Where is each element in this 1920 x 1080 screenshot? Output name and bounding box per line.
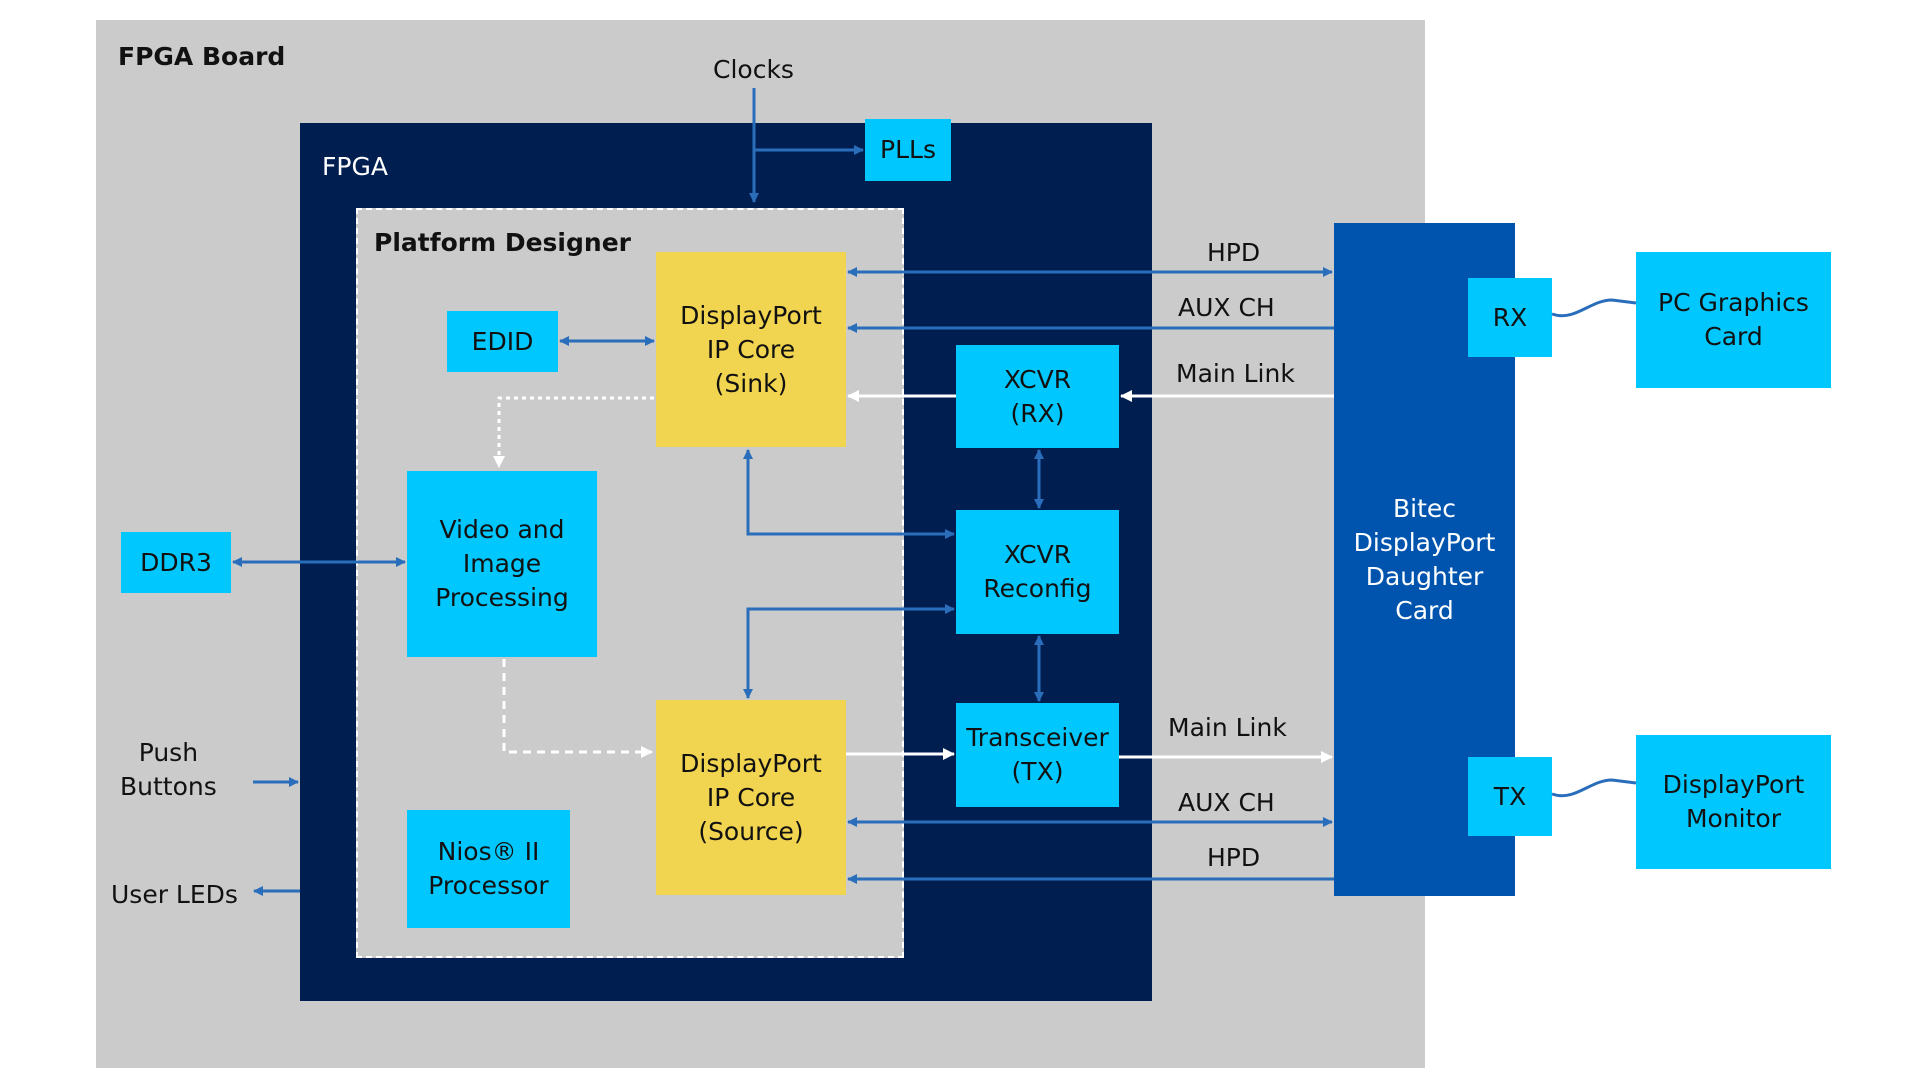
tx-cable: [1551, 778, 1637, 798]
dp-source-block[interactable]: DisplayPort IP Core (Source): [656, 700, 846, 895]
xcvr-rx-block[interactable]: XCVR (RX): [956, 345, 1119, 448]
aux-ch-bottom-label: AUX CH: [1178, 788, 1275, 817]
main-link-rx-label: Main Link: [1176, 359, 1295, 388]
rx-port-block[interactable]: RX: [1468, 278, 1552, 357]
hpd-bottom-label: HPD: [1207, 843, 1261, 872]
main-link-tx-label: Main Link: [1168, 713, 1287, 742]
nios-processor-block[interactable]: Nios® II Processor: [407, 810, 570, 928]
edid-block[interactable]: EDID: [447, 311, 558, 372]
displayport-monitor-block[interactable]: DisplayPort Monitor: [1636, 735, 1831, 869]
transceiver-tx-block[interactable]: Transceiver (TX): [956, 703, 1119, 807]
pc-graphics-card-block[interactable]: PC Graphics Card: [1636, 252, 1831, 388]
fpga-board-label: FPGA Board: [118, 42, 286, 71]
xcvr-reconfig-block[interactable]: XCVR Reconfig: [956, 510, 1119, 634]
plls-block[interactable]: PLLs: [865, 119, 951, 181]
video-processing-block[interactable]: Video and Image Processing: [407, 471, 597, 657]
push-buttons-label: Push Buttons: [120, 738, 217, 801]
ddr3-block[interactable]: DDR3: [121, 532, 231, 593]
dp-sink-block[interactable]: DisplayPort IP Core (Sink): [656, 252, 846, 447]
clocks-label: Clocks: [713, 55, 794, 84]
platform-designer-label: Platform Designer: [374, 228, 631, 257]
rx-cable: [1551, 298, 1637, 318]
fpga-label: FPGA: [322, 152, 388, 181]
aux-ch-top-label: AUX CH: [1178, 293, 1275, 322]
tx-port-block[interactable]: TX: [1468, 757, 1552, 836]
user-leds-label: User LEDs: [111, 880, 238, 909]
hpd-top-label: HPD: [1207, 238, 1261, 267]
